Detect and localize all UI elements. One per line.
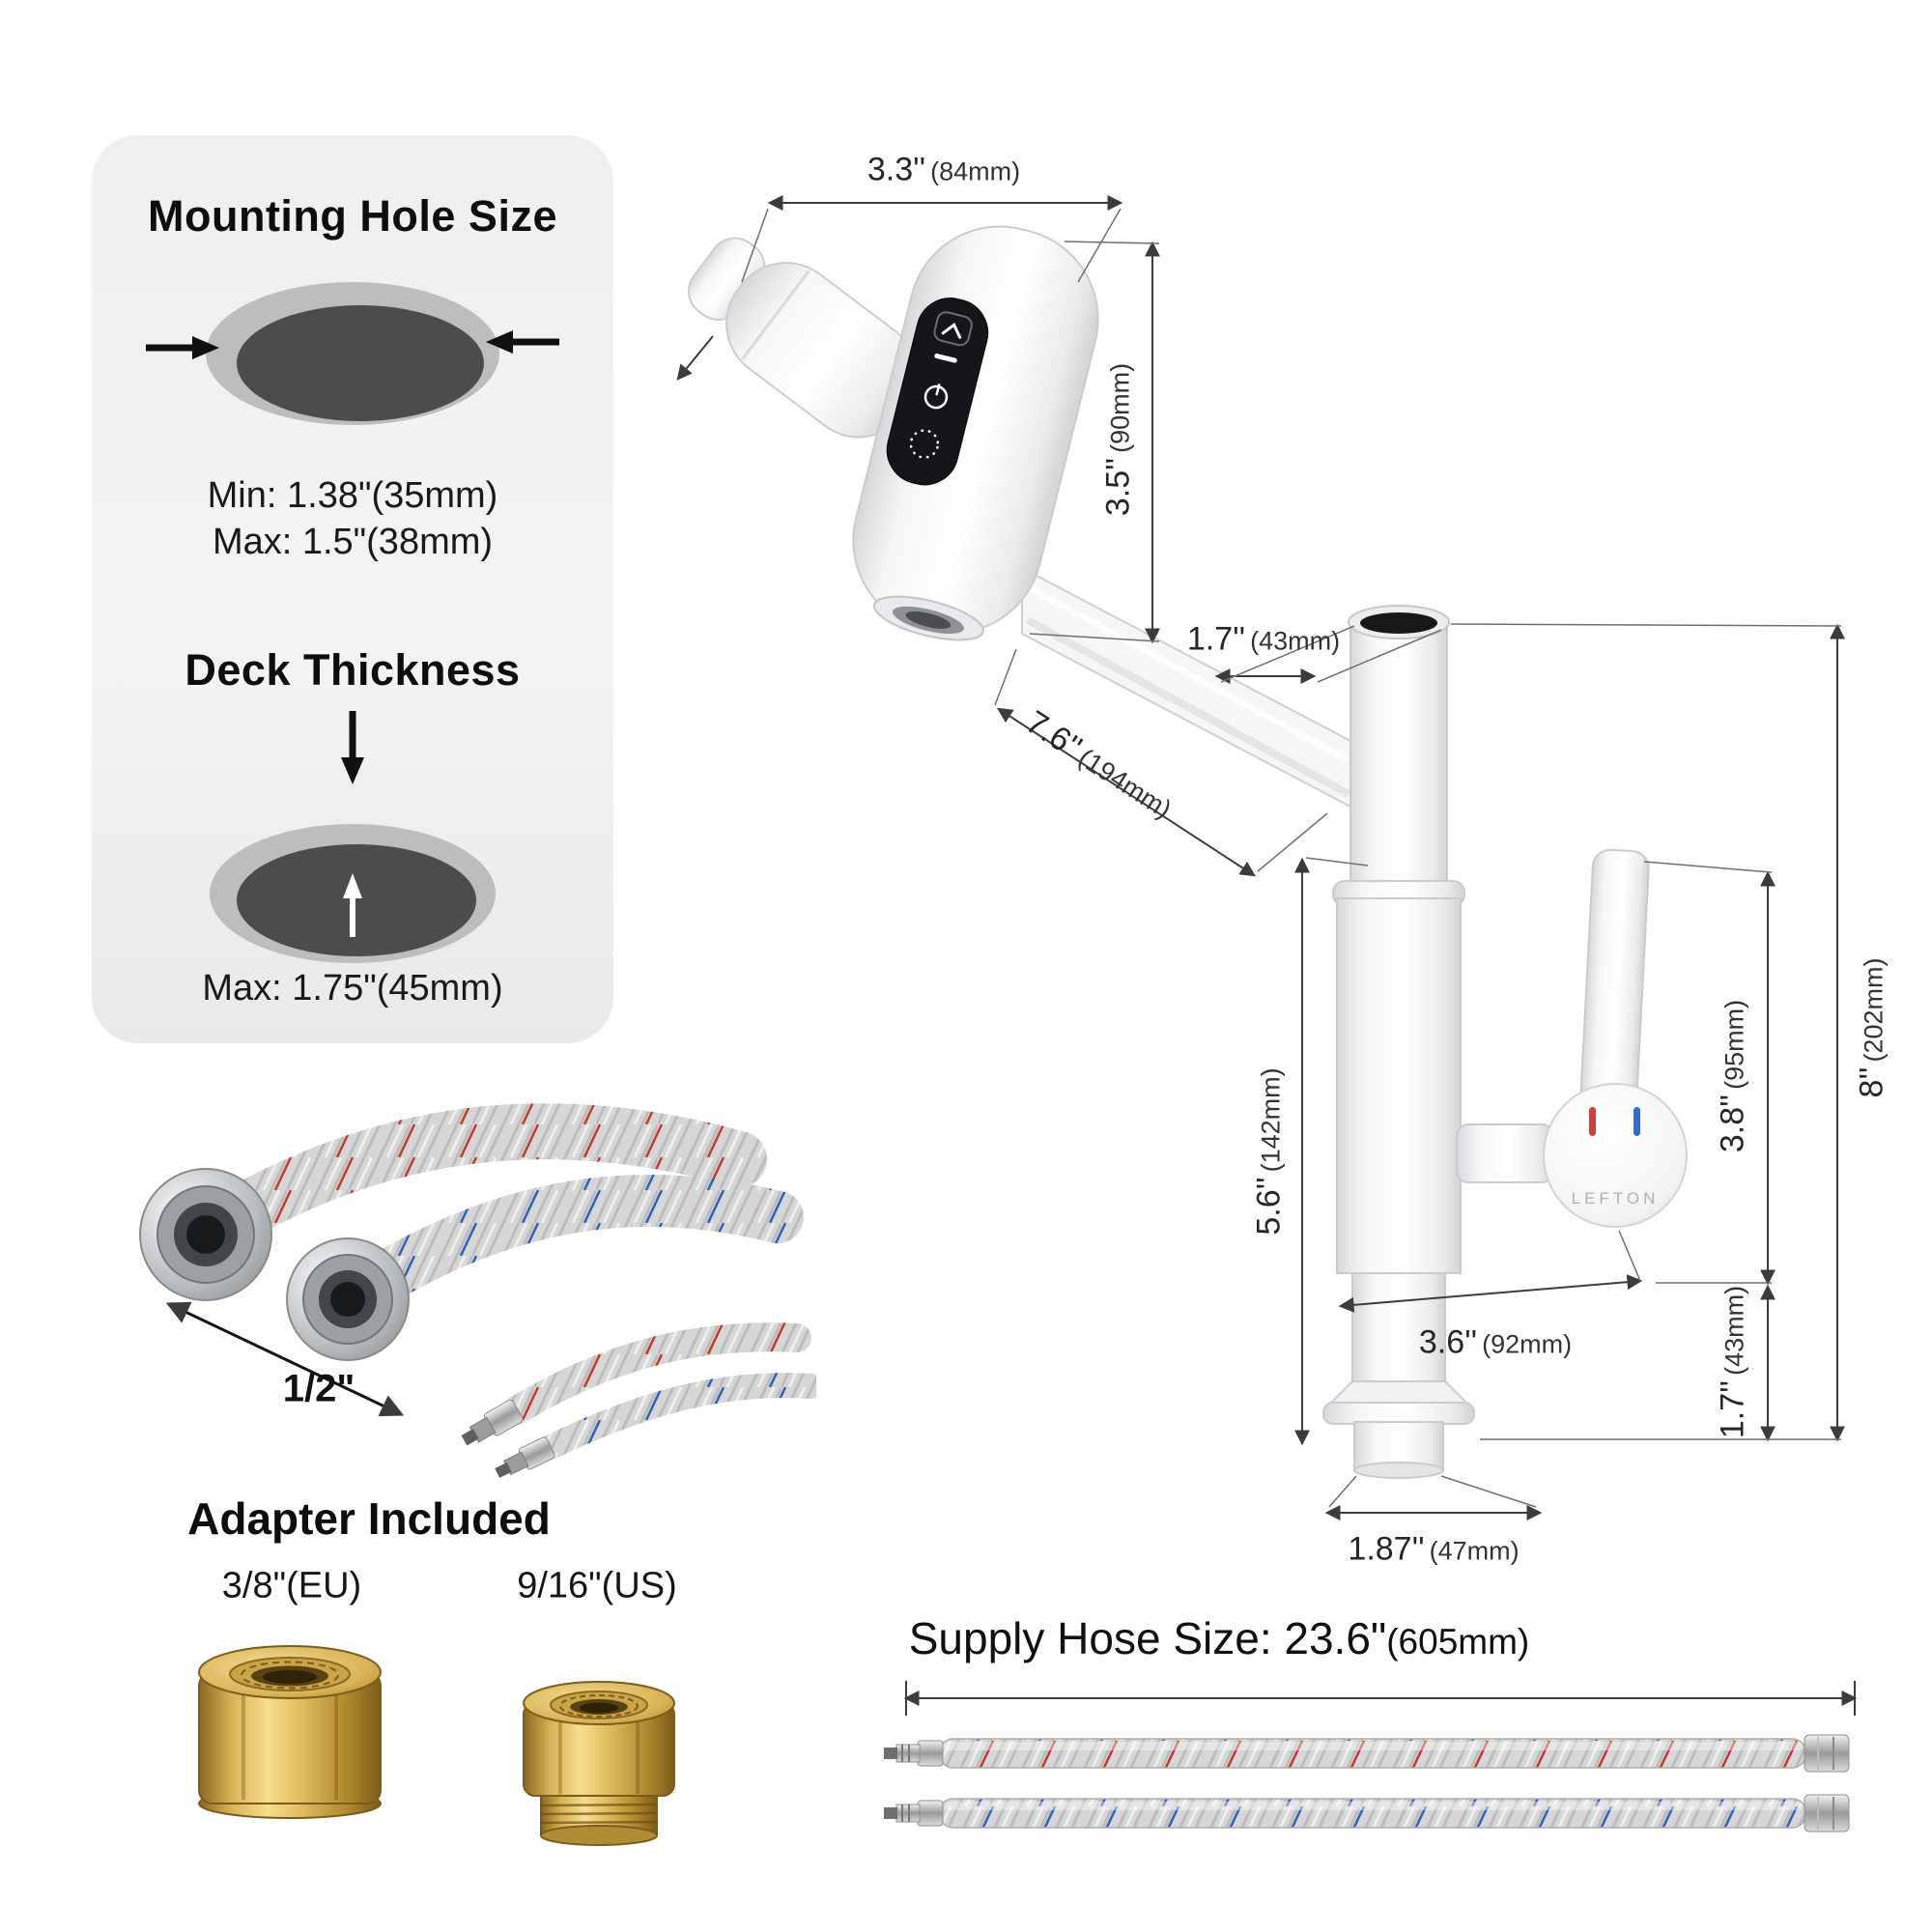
hose-male-fitting-2 (495, 1436, 555, 1478)
dim-spout-top-width: 1.7''(43mm) (1186, 620, 1341, 658)
minus-icon (934, 354, 957, 363)
base-flange (1322, 1402, 1475, 1425)
mode-button-outline (933, 311, 973, 347)
power-icon-line (935, 384, 941, 396)
supply-hose-size-mm: (605mm) (1386, 1622, 1530, 1662)
supply-hose-hot (884, 1734, 1850, 1773)
cold-indicator (1634, 1107, 1640, 1136)
dim-body-width: 3.6''(92mm) (1418, 1323, 1573, 1361)
deck-opening (237, 844, 476, 956)
faucet-handle: LEFTON (1456, 848, 1688, 1228)
hose-nut-2 (286, 1237, 410, 1361)
supply-hose-cold (884, 1794, 1850, 1833)
adapter-us-label: 9/16"(US) (517, 1565, 677, 1606)
arrow-down-icon (341, 711, 364, 784)
half-inch-arrow (165, 1301, 405, 1417)
mounting-min-label: Min: 1.38"(35mm) (207, 475, 498, 516)
deck-thickness-title: Deck Thickness (185, 645, 521, 695)
hose-photo (139, 1103, 816, 1478)
deck-max-label: Max: 1.75"(45mm) (202, 968, 503, 1009)
spray-control-panel (886, 298, 989, 486)
dim-total-height: 8''(202mm) (1853, 957, 1890, 1098)
dim-head-width: 3.3''(84mm) (867, 151, 1021, 188)
dotted-dial-icon (909, 429, 940, 459)
adapter-us (523, 1681, 675, 1846)
dim-body-height: 5.6''(142mm) (1250, 1067, 1288, 1236)
nozzle-opening (905, 611, 952, 629)
dim-base-height: 1.7''(43mm) (1714, 1285, 1751, 1439)
dim-head-height: 3.5''(90mm) (1099, 362, 1137, 517)
mounting-hole-graphic (92, 253, 613, 463)
adapter-included-title: Adapter Included (187, 1493, 551, 1544)
brand-logo: LEFTON (1572, 1189, 1660, 1208)
supply-hose-size-text: Supply Hose Size: 23.6" (908, 1613, 1387, 1663)
adapters-graphic (198, 1645, 675, 1846)
handle-escutcheon (1543, 1083, 1688, 1228)
supply-hoses (884, 1734, 1850, 1833)
mounting-hole-illustration (146, 282, 559, 425)
dimension-lines (676, 195, 1858, 1716)
adapter-eu-label: 3/8"(EU) (221, 1565, 362, 1606)
arrow-left-icon (146, 336, 219, 359)
hose-male-fitting (461, 1399, 524, 1446)
mounting-deck-panel: Mounting Hole Size Min: 1.38"(35mm) Max:… (92, 135, 613, 1043)
dim-base-width: 1.87''(47mm) (1348, 1530, 1520, 1568)
spray-head-pivot (687, 237, 920, 439)
arrow-right-icon (486, 330, 559, 354)
base-foot (1353, 1462, 1444, 1479)
deck-thickness-graphic (92, 705, 613, 990)
supply-hose-size-label: Supply Hose Size: 23.6"(605mm) (909, 1612, 1530, 1664)
spout-top-opening (1360, 612, 1437, 634)
arrow-up-icon (343, 873, 362, 937)
faucet-illustration: LEFTON (687, 225, 1688, 1479)
faucet-arm (1021, 566, 1353, 810)
hot-indicator (1589, 1107, 1596, 1136)
adapter-eu (198, 1645, 382, 1819)
dim-handle-height: 3.8''(95mm) (1714, 999, 1751, 1153)
hose-size-label: 1/2" (282, 1367, 355, 1410)
mounting-hole-title: Mounting Hole Size (148, 191, 557, 241)
hose-nut-1 (139, 1168, 272, 1301)
hole-opening (237, 305, 484, 421)
deck-illustration (210, 711, 496, 963)
mounting-max-label: Max: 1.5"(38mm) (212, 522, 494, 562)
chevron-up-icon (941, 323, 962, 339)
spray-head (852, 225, 1099, 641)
